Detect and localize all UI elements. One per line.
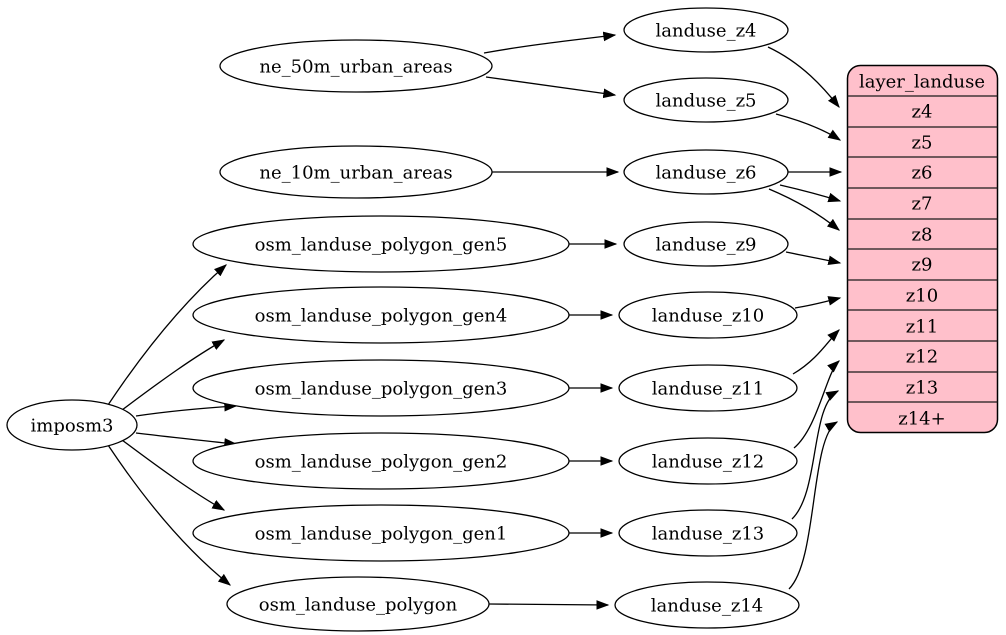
edge-imposm3-to-gen3: [135, 401, 238, 417]
ne-10m-urban-areas-label: ne_10m_urban_areas: [259, 162, 452, 183]
landuse-z10-label: landuse_z10: [652, 305, 764, 326]
landuse-z4-ellipse: [623, 7, 789, 53]
ne-50m-urban-areas-label: ne_50m_urban_areas: [259, 56, 452, 77]
edge-landuse-z5-to-row-z5: [775, 113, 842, 141]
osm-landuse-polygon-gen1-label: osm_landuse_polygon_gen1: [255, 523, 508, 544]
node-osm-landuse-polygon-gen1: osm_landuse_polygon_gen1: [192, 504, 570, 562]
record-row-z4: z4: [912, 101, 933, 122]
osm-landuse-polygon-gen3-ellipse: [192, 359, 570, 417]
edge-landuse-z9-to-row-z9: [785, 251, 842, 266]
record-row-z14plus: z14+: [898, 408, 945, 429]
ne-10m-urban-areas-ellipse: [219, 145, 493, 199]
landuse-z11-ellipse: [618, 364, 798, 412]
record-row-z12: z12: [906, 346, 938, 367]
node-osm-landuse-polygon-gen3: osm_landuse_polygon_gen3: [192, 359, 570, 417]
edge-ne50m-to-landuse-z5: [485, 76, 617, 99]
ne-50m-urban-areas-ellipse: [219, 39, 493, 93]
landuse-z9-ellipse: [623, 221, 789, 267]
landuse-z10-ellipse: [618, 291, 798, 339]
edge-imposm3-to-polygon: [107, 444, 232, 586]
node-landuse-z4: landuse_z4: [623, 7, 789, 53]
osm-landuse-polygon-gen3-label: osm_landuse_polygon_gen3: [255, 378, 508, 399]
osm-landuse-polygon-gen2-ellipse: [192, 432, 570, 490]
node-landuse-z6: landuse_z6: [623, 149, 789, 195]
record-row-z13: z13: [906, 377, 938, 398]
edge-landuse-z11-to-row-z11: [792, 329, 840, 375]
landuse-z9-label: landuse_z9: [655, 234, 756, 255]
node-ne-50m-urban-areas: ne_50m_urban_areas: [219, 39, 493, 93]
edge-landuse-z6-to-row-z8: [768, 188, 841, 231]
record-row-z11: z11: [906, 316, 938, 337]
edge-ne50m-to-landuse-z4: [483, 31, 617, 54]
imposm3-label: imposm3: [31, 415, 114, 436]
edge-landuse-z6-to-row-z7: [779, 184, 842, 203]
landuse-z4-label: landuse_z4: [655, 20, 756, 41]
node-osm-landuse-polygon-gen4: osm_landuse_polygon_gen4: [192, 286, 570, 344]
landuse-z14-ellipse: [614, 581, 800, 629]
landuse-z14-label: landuse_z14: [651, 595, 763, 616]
landuse-z12-ellipse: [618, 437, 798, 485]
edge-imposm3-to-gen2: [135, 432, 238, 448]
osm-landuse-polygon-gen1-ellipse: [192, 504, 570, 562]
landuse-z11-label: landuse_z11: [652, 378, 764, 399]
record-layer-landuse: layer_landuse z4 z5 z6 z7 z8 z9 z10 z11 …: [846, 64, 999, 434]
node-landuse-z9: landuse_z9: [623, 221, 789, 267]
edge-landuse-z13-to-row-z13: [791, 390, 840, 520]
edge-imposm3-to-gen1: [121, 439, 226, 511]
record-row-z5: z5: [912, 132, 933, 153]
osm-landuse-polygon-ellipse: [226, 576, 490, 632]
osm-landuse-polygon-gen5-ellipse: [192, 215, 570, 273]
node-landuse-z14: landuse_z14: [614, 581, 800, 629]
landuse-z13-ellipse: [618, 509, 798, 557]
osm-landuse-polygon-gen4-ellipse: [192, 286, 570, 344]
landuse-z5-ellipse: [623, 77, 789, 123]
landuse-z5-label: landuse_z5: [655, 90, 756, 111]
record-row-z6: z6: [912, 162, 933, 183]
landuse-z6-label: landuse_z6: [655, 162, 756, 183]
node-landuse-z5: landuse_z5: [623, 77, 789, 123]
edge-group: [107, 31, 843, 610]
edge-imposm3-to-gen5: [107, 264, 227, 406]
node-osm-landuse-polygon: osm_landuse_polygon: [226, 576, 490, 632]
node-landuse-z10: landuse_z10: [618, 291, 798, 339]
osm-landuse-polygon-gen5-label: osm_landuse_polygon_gen5: [255, 234, 508, 255]
imposm3-ellipse: [6, 399, 138, 451]
record-row-z8: z8: [912, 224, 933, 245]
osm-landuse-polygon-label: osm_landuse_polygon: [259, 594, 458, 615]
node-landuse-z11: landuse_z11: [618, 364, 798, 412]
osm-landuse-polygon-gen2-label: osm_landuse_polygon_gen2: [255, 451, 508, 472]
record-row-z9: z9: [912, 254, 933, 275]
edge-landuse-z4-to-row-z4: [767, 46, 840, 109]
edge-polygon-to-landuse-z14: [488, 600, 610, 610]
node-osm-landuse-polygon-gen2: osm_landuse_polygon_gen2: [192, 432, 570, 490]
edge-imposm3-to-gen4: [121, 339, 226, 411]
landuse-z6-ellipse: [623, 149, 789, 195]
node-osm-landuse-polygon-gen5: osm_landuse_polygon_gen5: [192, 215, 570, 273]
edge-landuse-z14-to-row-z14plus: [788, 421, 839, 590]
node-landuse-z12: landuse_z12: [618, 437, 798, 485]
edge-landuse-z12-to-row-z12: [793, 360, 840, 449]
landuse-z12-label: landuse_z12: [652, 451, 764, 472]
record-row-z7: z7: [912, 193, 933, 214]
node-imposm3: imposm3: [6, 399, 138, 451]
landuse-z13-label: landuse_z13: [652, 523, 764, 544]
node-ne-10m-urban-areas: ne_10m_urban_areas: [219, 145, 493, 199]
osm-landuse-polygon-gen4-label: osm_landuse_polygon_gen4: [255, 305, 508, 326]
node-landuse-z13: landuse_z13: [618, 509, 798, 557]
edge-landuse-z10-to-row-z10: [794, 296, 842, 309]
record-title: layer_landuse: [859, 71, 985, 92]
record-row-z10: z10: [906, 285, 938, 306]
